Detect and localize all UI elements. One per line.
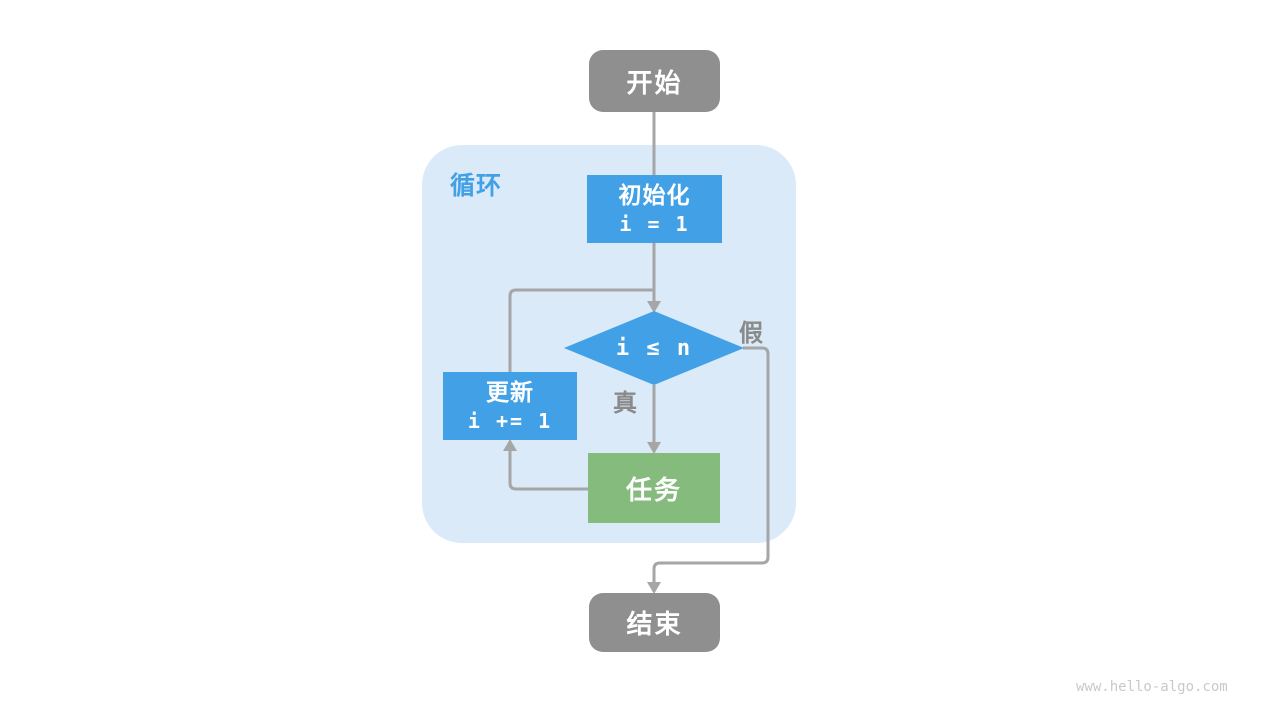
node-start-label: 开始 [626,67,683,98]
watermark-text: www.hello-algo.com [1076,679,1228,695]
node-init-code: i = 1 [619,211,690,236]
node-task: 任务 [588,453,720,523]
node-init-title: 初始化 [618,182,691,209]
node-end: 结束 [589,593,720,652]
node-update-code: i += 1 [467,408,553,433]
node-end-label: 结束 [626,609,683,639]
node-init: 初始化 i = 1 [587,175,722,243]
node-start: 开始 [589,50,720,112]
node-task-label: 任务 [625,474,682,505]
edge-label-true: 真 [613,390,637,417]
node-update-title: 更新 [486,379,534,406]
node-condition-label: i ≤ n [615,335,693,361]
edge-label-false: 假 [739,320,763,347]
node-update: 更新 i += 1 [443,372,577,440]
loop-group-label: 循环 [450,172,503,200]
